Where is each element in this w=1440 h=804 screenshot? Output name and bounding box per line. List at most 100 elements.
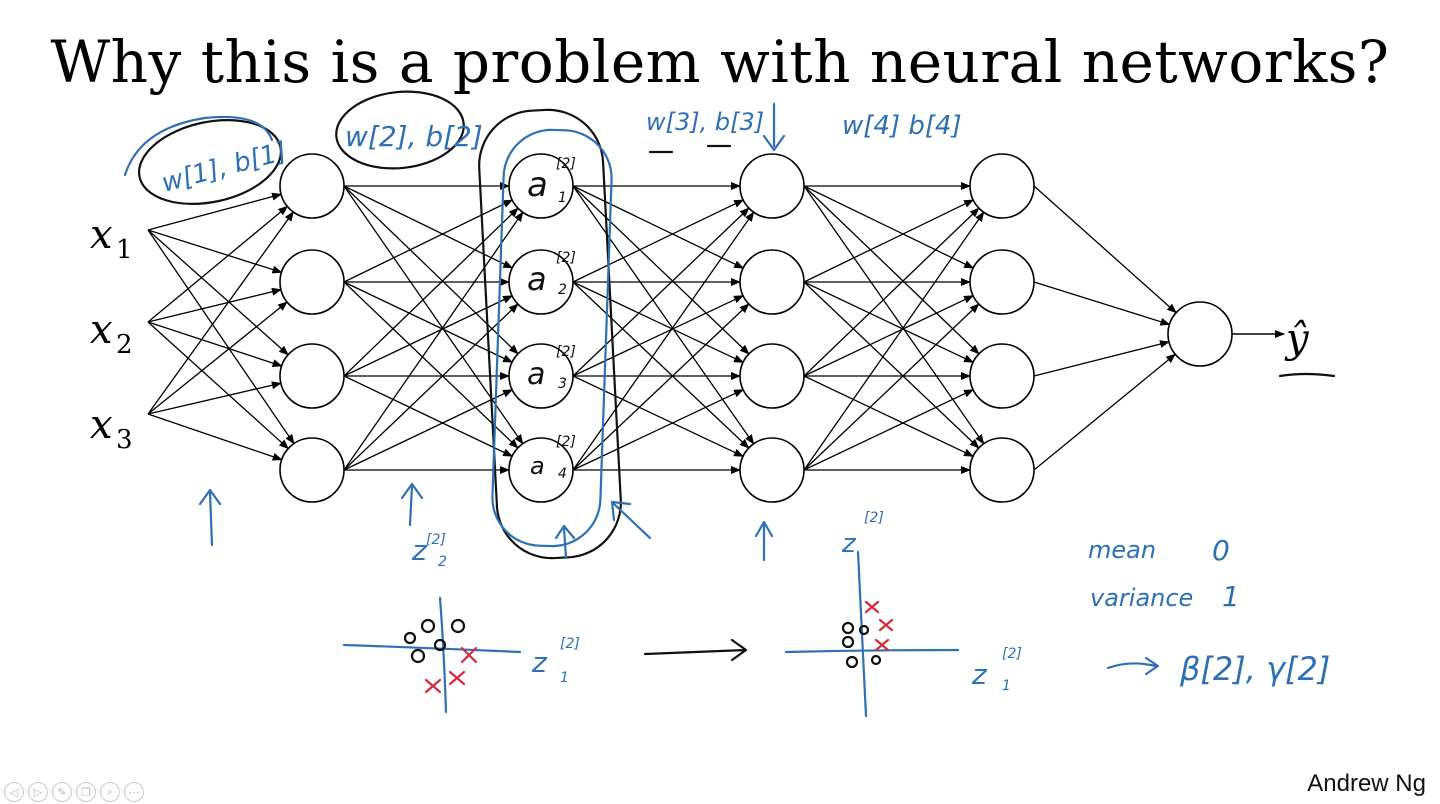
a3-sub: 3 xyxy=(558,376,567,392)
network-edge xyxy=(803,295,974,377)
neuron-layer4-4 xyxy=(969,437,1035,503)
mean-label: mean xyxy=(1088,536,1156,564)
a2-sup: [2] xyxy=(556,250,576,266)
z1-label-left-sub: 1 xyxy=(560,670,569,686)
network-edge xyxy=(803,281,974,363)
beta-gamma-label: β[2], γ[2] xyxy=(1179,650,1330,688)
neuron-layer2-2 xyxy=(508,249,574,315)
network-edge xyxy=(343,211,524,471)
network-edge xyxy=(343,199,514,283)
w3b3-label: w[3], b[3] xyxy=(646,108,764,136)
a1-sub: 1 xyxy=(558,190,567,206)
network-edge xyxy=(803,375,974,457)
output-y-hat: ŷ xyxy=(1284,316,1310,362)
z1-label-right: z xyxy=(971,658,988,691)
network-edge xyxy=(572,207,750,377)
implies-arrow xyxy=(1106,656,1160,676)
a4-sup: [2] xyxy=(556,434,576,450)
network-edge xyxy=(1033,185,1177,314)
network-edge xyxy=(572,375,744,457)
network-edge xyxy=(572,199,745,283)
svg-text:1: 1 xyxy=(116,235,133,265)
cross xyxy=(448,670,466,686)
pt xyxy=(841,621,855,635)
play-icon[interactable]: ▷ xyxy=(28,782,48,802)
network-edge xyxy=(1033,281,1171,326)
variance-label: variance xyxy=(1090,584,1193,612)
neuron-layer1-1 xyxy=(279,153,345,219)
network-edge xyxy=(803,303,980,471)
network-edge xyxy=(572,389,744,471)
pt xyxy=(450,618,466,634)
arrow-down-layer3 xyxy=(762,102,786,152)
a1-label: a xyxy=(527,165,548,205)
svg-text:2: 2 xyxy=(116,330,133,360)
cross xyxy=(424,678,442,694)
z2-label-sub: 2 xyxy=(438,554,447,570)
network-edge xyxy=(343,207,519,377)
scatter-after-y-axis xyxy=(856,550,868,718)
neuron-layer4-1 xyxy=(969,153,1035,219)
network-edge xyxy=(803,185,980,355)
network-edge xyxy=(803,389,974,471)
svg-text:x: x xyxy=(90,212,113,258)
input-x3: x 3 xyxy=(90,402,133,455)
z2-label-sup: [2] xyxy=(426,532,446,548)
network-edge xyxy=(147,381,282,415)
neuron-layer1-2 xyxy=(279,249,345,315)
layer2-blue-outline xyxy=(491,128,613,548)
neuron-layer1-4 xyxy=(279,437,345,503)
mean-value: 0 xyxy=(1212,534,1230,567)
network-edge xyxy=(1033,353,1177,471)
network-edge xyxy=(572,281,744,363)
network-edge xyxy=(147,301,288,415)
more-icon[interactable]: ⋯ xyxy=(124,782,144,802)
w1b1-circle xyxy=(137,119,283,205)
neuron-layer3-1 xyxy=(739,153,805,219)
z1-label-left-sup: [2] xyxy=(560,636,580,652)
network-edge xyxy=(572,281,750,449)
z1-label-right-sub: 1 xyxy=(1002,678,1011,694)
network-edge xyxy=(572,185,750,355)
copy-icon[interactable]: ❐ xyxy=(76,782,96,802)
arrow-under-layer1 xyxy=(400,482,424,527)
network-edge xyxy=(343,281,519,449)
network-edge xyxy=(572,295,744,377)
network-edge xyxy=(147,229,283,274)
a1-sup: [2] xyxy=(556,156,576,172)
variance-value: 1 xyxy=(1222,580,1240,613)
network-edge xyxy=(803,185,985,445)
network-edges xyxy=(147,182,1285,474)
a3-label: a xyxy=(527,357,545,392)
network-edge xyxy=(803,211,985,471)
cross xyxy=(864,600,880,614)
slide-title: Why this is a problem with neural networ… xyxy=(50,28,1390,96)
network-edge xyxy=(803,281,980,449)
network-edge xyxy=(147,211,294,415)
scatter-before-y-axis xyxy=(438,596,448,714)
cross xyxy=(460,646,478,664)
zoom-icon[interactable]: ⌕ xyxy=(100,782,120,802)
neuron-layer2-4 xyxy=(508,437,574,503)
network-edge xyxy=(343,281,514,363)
neuron-layer4-2 xyxy=(969,249,1035,315)
network-edge xyxy=(147,321,283,367)
input-x1: x 1 xyxy=(90,212,133,265)
pen-icon[interactable]: ✎ xyxy=(52,782,72,802)
arrow-under-layer3 xyxy=(754,520,774,562)
w2b2-label: w[2], b[2] xyxy=(345,120,483,153)
network-edge xyxy=(343,375,514,457)
neuron-layer3-2 xyxy=(739,249,805,315)
pt xyxy=(870,654,882,666)
network-edge xyxy=(572,211,755,471)
scatter-before-x-axis xyxy=(342,643,522,654)
author-name: Andrew Ng xyxy=(1307,770,1426,797)
network-edge xyxy=(572,185,745,269)
w2b2-circle xyxy=(335,90,465,170)
svg-text:x: x xyxy=(90,307,113,353)
neuron-layer1-3 xyxy=(279,343,345,409)
w1b1-label: w[1], b[1] xyxy=(159,137,290,199)
a4-sub: 4 xyxy=(558,466,567,482)
prev-icon[interactable]: ◁ xyxy=(4,782,24,802)
